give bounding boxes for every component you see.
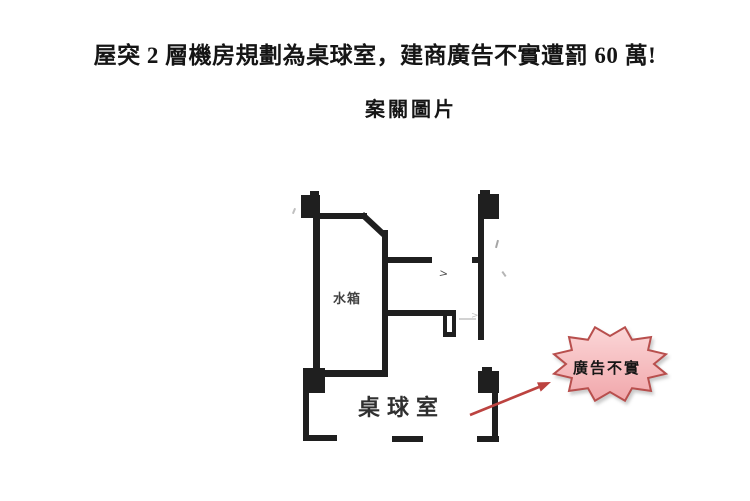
wall-right-lower	[492, 393, 498, 441]
billiard-room-label: 桌球室	[358, 395, 446, 420]
scan-artifact	[494, 239, 500, 249]
column-top-left-tab	[310, 191, 319, 196]
callout-arrowhead	[537, 382, 551, 392]
wall-right-column	[478, 219, 484, 340]
wall-top	[319, 213, 367, 219]
scan-artifact	[501, 270, 507, 278]
scan-artifact	[459, 318, 476, 320]
subtitle: 案關圖片	[365, 99, 457, 121]
starburst-shape	[551, 325, 669, 403]
wall-left	[313, 214, 320, 370]
column-bottom-right	[478, 371, 499, 393]
wall-water-bottom	[320, 370, 388, 377]
wall-right-stub	[472, 257, 478, 263]
callout-arrow	[469, 382, 551, 417]
wall-bottom-right	[477, 436, 499, 442]
wall-bottom-left	[303, 435, 337, 441]
jamb-right	[452, 316, 456, 337]
direction-mark: >	[438, 266, 450, 281]
column-top-right-tab	[480, 190, 490, 195]
callout-arrow-line	[469, 385, 540, 417]
jamb-bottom	[443, 332, 456, 337]
wall-mid-lower	[384, 310, 456, 316]
faint-arrow-artifact: >	[471, 311, 479, 321]
false-advertising-burst	[551, 325, 669, 403]
page-title: 屋突 2 層機房規劃為桌球室，建商廣告不實遭罰 60 萬!	[93, 43, 657, 68]
column-top-left	[301, 195, 320, 218]
column-top-right	[478, 194, 499, 219]
water-tank-label: 水箱	[333, 291, 362, 306]
false-advertising-label: 廣告不實	[572, 361, 641, 377]
scan-artifact	[291, 207, 297, 215]
wall-mid-upper	[384, 257, 432, 263]
wall-right-upper	[382, 230, 388, 373]
column-bottom-right-tab	[482, 367, 492, 372]
jamb-left	[443, 316, 447, 337]
wall-bottom-middle	[392, 436, 423, 442]
column-bottom-left	[303, 368, 325, 393]
wall-left-lower	[303, 393, 309, 441]
